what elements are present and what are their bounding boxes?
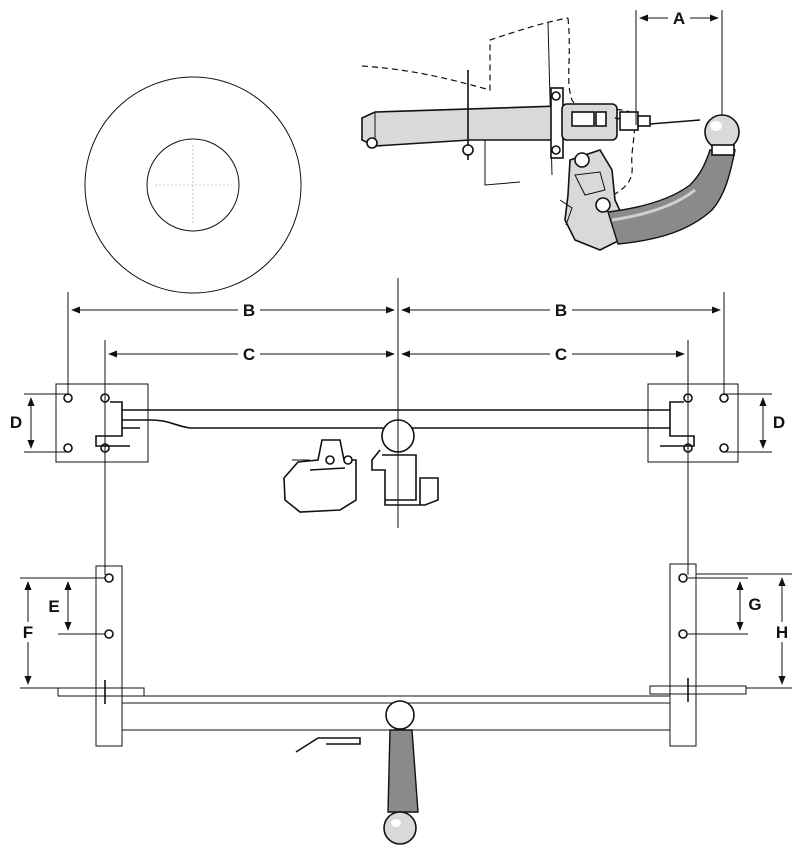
dimension-a: A	[635, 8, 723, 125]
side-view	[361, 17, 740, 251]
dimension-d: D D	[6, 393, 790, 453]
dimension-f: F	[18, 577, 58, 689]
label-f: F	[23, 623, 33, 642]
dimension-c: C C	[108, 344, 685, 364]
label-c-right: C	[555, 345, 567, 364]
rear-view	[57, 563, 747, 845]
label-d-left: D	[10, 413, 22, 432]
dimension-g: G	[688, 577, 766, 635]
dimension-e: E	[44, 577, 105, 635]
dimension-h: H	[696, 573, 794, 689]
label-b-left: B	[243, 301, 255, 320]
dimension-b: B B	[71, 300, 721, 320]
spare-wheel	[84, 76, 302, 294]
label-h: H	[776, 623, 788, 642]
label-a: A	[673, 9, 685, 28]
label-g: G	[748, 595, 761, 614]
label-b-right: B	[555, 301, 567, 320]
label-c-left: C	[243, 345, 255, 364]
label-e: E	[48, 597, 59, 616]
top-view	[55, 383, 739, 513]
label-d-right: D	[773, 413, 785, 432]
